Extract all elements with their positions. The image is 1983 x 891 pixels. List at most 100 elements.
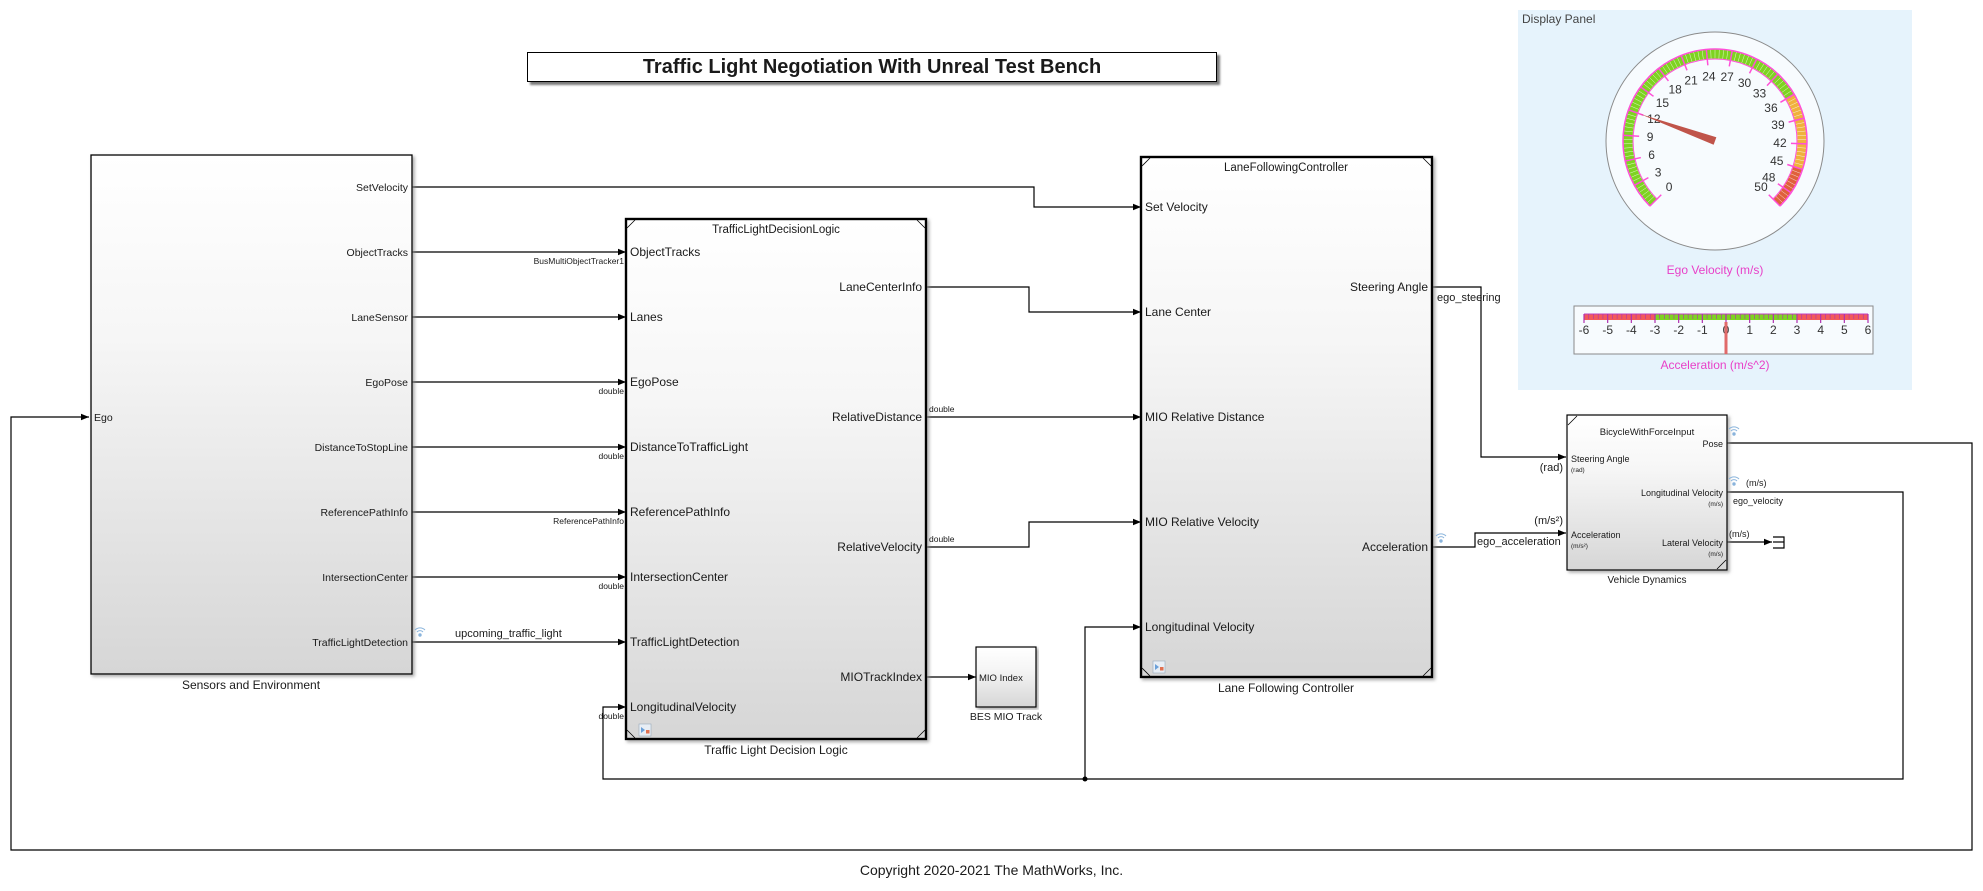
line-ego-acceleration[interactable]	[1432, 529, 1566, 548]
display-panel[interactable]: Display Panel 03691215182124273033363942…	[1518, 10, 1912, 390]
minor-tick	[1632, 101, 1641, 107]
port-unit: (rad)	[1571, 467, 1585, 474]
tick-label: 3	[1794, 323, 1801, 337]
model-reference-icon	[1152, 660, 1166, 674]
port-label: IntersectionCenter	[630, 570, 728, 584]
port-label: LaneSensor	[351, 312, 408, 324]
port-label: Lane Center	[1145, 305, 1211, 319]
signal-label-ego-velocity[interactable]: ego_velocity	[1733, 496, 1784, 506]
minor-tick	[1649, 77, 1656, 84]
port-label: Steering Angle	[1350, 280, 1428, 294]
sensors-and-environment-block[interactable]	[90, 154, 413, 675]
line-rel-velocity[interactable]	[926, 518, 1141, 548]
block-name-controller: LaneFollowingController	[1224, 162, 1348, 174]
block-name-decision: TrafficLightDecisionLogic	[712, 224, 840, 236]
minor-tick	[1630, 173, 1640, 178]
port-label: RelativeVelocity	[837, 540, 922, 554]
minor-tick	[1623, 147, 1633, 149]
major-tick	[1705, 49, 1709, 66]
major-tick	[1625, 156, 1641, 162]
tick-label: 4	[1817, 323, 1824, 337]
model-reference-icon	[638, 723, 652, 737]
major-tick	[1777, 183, 1792, 194]
minor-tick	[1790, 173, 1800, 178]
speedometer-needle	[1639, 113, 1717, 145]
major-tick	[1790, 142, 1807, 145]
gauges-svg: 03691215182124273033363942454850 Ego Vel…	[1573, 31, 1874, 372]
major-tick	[1728, 50, 1733, 67]
port-label: DistanceToStopLine	[315, 442, 409, 454]
tick-label: 42	[1773, 136, 1787, 150]
tick-label: -2	[1673, 323, 1684, 337]
signal-label: double	[598, 711, 624, 721]
line-ego-steering[interactable]	[1432, 286, 1566, 461]
signal-label-upcoming-traffic-light[interactable]: upcoming_traffic_light	[455, 628, 562, 640]
signal-label-ego-steering[interactable]: ego_steering	[1437, 292, 1501, 304]
minor-tick	[1722, 49, 1724, 59]
minor-tick	[1775, 196, 1783, 203]
signal-label: BusMultiObjectTracker1	[534, 256, 625, 266]
minor-tick	[1745, 55, 1749, 65]
minor-tick	[1646, 80, 1654, 87]
line-lane-center[interactable]	[926, 286, 1141, 316]
tick-label: 45	[1770, 154, 1784, 168]
port-label: Longitudinal Velocity	[1641, 488, 1724, 498]
lane-following-controller-block[interactable]	[1139, 155, 1434, 679]
acceleration-gauge[interactable]: -6-5-4-3-2-10123456	[1573, 305, 1874, 355]
tick-label: -6	[1579, 323, 1590, 337]
line-set-velocity[interactable]	[412, 186, 1141, 211]
port-label: Acceleration	[1362, 540, 1428, 554]
port-label: LaneCenterInfo	[839, 280, 922, 294]
block-caption-vehicle: Vehicle Dynamics	[1608, 575, 1687, 586]
accel-band	[1797, 314, 1868, 320]
tick-label: 39	[1771, 118, 1785, 132]
port-label: Pose	[1702, 439, 1723, 449]
minor-tick	[1796, 154, 1806, 157]
tick-label: 24	[1702, 69, 1716, 83]
tick-label: -3	[1650, 323, 1661, 337]
minor-tick	[1793, 113, 1803, 117]
minor-tick	[1644, 193, 1652, 200]
tick-label: 18	[1668, 83, 1682, 97]
major-tick	[1658, 67, 1670, 82]
port-label-ego: Ego	[94, 412, 113, 424]
port-label: EgoPose	[630, 375, 679, 389]
minor-tick	[1669, 61, 1675, 70]
minor-tick	[1755, 61, 1761, 70]
minor-tick	[1636, 94, 1645, 100]
block-name-vehicle: BicycleWithForceInput	[1600, 427, 1695, 438]
speedometer-gauge[interactable]: 03691215182124273033363942454850	[1605, 31, 1825, 251]
port-label: MIOTrackIndex	[840, 670, 922, 684]
line-ego-velocity[interactable]	[602, 491, 1904, 780]
minor-tick	[1781, 87, 1790, 93]
major-tick	[1640, 86, 1654, 97]
vehicle-dynamics-block[interactable]	[1566, 414, 1728, 571]
minor-tick	[1796, 151, 1806, 153]
signal-label: double	[598, 581, 624, 591]
tick-label: 9	[1647, 130, 1654, 144]
port-label: ObjectTracks	[630, 245, 700, 259]
speedometer-label: Ego Velocity (m/s)	[1667, 263, 1764, 277]
tick-label: 50	[1754, 180, 1768, 194]
wifi-icon	[1435, 533, 1447, 543]
signal-label-ego-acceleration[interactable]: ego_acceleration	[1477, 536, 1561, 548]
port-label: Steering Angle	[1571, 454, 1630, 464]
minor-tick	[1795, 158, 1805, 162]
tick-label: -4	[1626, 323, 1637, 337]
port-label: DistanceToTrafficLight	[630, 440, 749, 454]
major-tick	[1649, 194, 1662, 207]
minor-tick	[1634, 97, 1643, 103]
port-unit: (m/s)	[1708, 551, 1723, 558]
line-velocity-branch[interactable]	[1084, 623, 1141, 779]
tick-label: 15	[1656, 96, 1670, 110]
terminator-block[interactable]	[1773, 536, 1785, 549]
bes-mio-track-block[interactable]	[975, 646, 1037, 708]
minor-tick	[1794, 162, 1804, 166]
wifi-icon	[1728, 476, 1740, 486]
branch-point	[1082, 776, 1088, 782]
minor-tick	[1693, 51, 1696, 61]
traffic-light-decision-logic-block[interactable]	[624, 217, 928, 741]
line-pose-feedback[interactable]	[10, 413, 1973, 851]
minor-tick	[1787, 97, 1796, 103]
minor-tick	[1652, 74, 1659, 82]
